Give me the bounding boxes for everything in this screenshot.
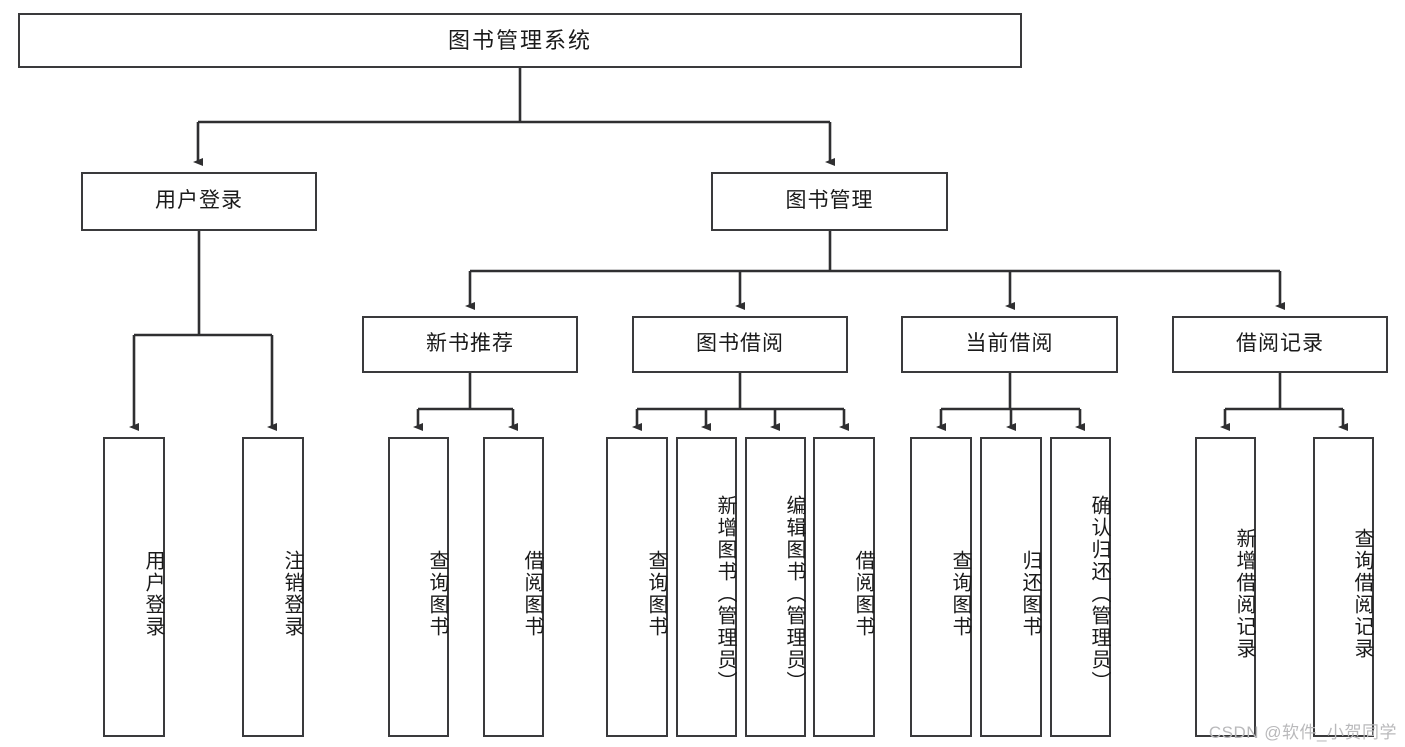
node-leaf-add-record[interactable]: 新增借阅记录: [1195, 437, 1256, 737]
node-leaf-query-book-3[interactable]: 查询图书: [910, 437, 972, 737]
node-leaf-user-logout[interactable]: 注销登录: [242, 437, 304, 737]
node-leaf-edit-book[interactable]: 编辑图书（管理员）: [745, 437, 806, 737]
node-current-borrow[interactable]: 当前借阅: [901, 316, 1118, 373]
node-book-borrow[interactable]: 图书借阅: [632, 316, 848, 373]
node-root[interactable]: 图书管理系统: [18, 13, 1022, 68]
node-leaf-borrow-book-1[interactable]: 借阅图书: [483, 437, 544, 737]
node-leaf-query-book-1[interactable]: 查询图书: [388, 437, 449, 737]
node-leaf-return-book[interactable]: 归还图书: [980, 437, 1042, 737]
node-leaf-confirm-return[interactable]: 确认归还（管理员）: [1050, 437, 1111, 737]
node-user-login[interactable]: 用户登录: [81, 172, 317, 231]
csdn-watermark: CSDN @软件_小贺同学: [1208, 723, 1397, 742]
node-leaf-borrow-book-2[interactable]: 借阅图书: [813, 437, 875, 737]
node-leaf-query-book-2[interactable]: 查询图书: [606, 437, 668, 737]
node-leaf-user-login[interactable]: 用户登录: [103, 437, 165, 737]
node-new-book-recommend[interactable]: 新书推荐: [362, 316, 578, 373]
node-leaf-query-record[interactable]: 查询借阅记录: [1313, 437, 1374, 737]
node-leaf-add-book[interactable]: 新增图书（管理员）: [676, 437, 737, 737]
node-borrow-record[interactable]: 借阅记录: [1172, 316, 1388, 373]
node-book-management[interactable]: 图书管理: [711, 172, 948, 231]
